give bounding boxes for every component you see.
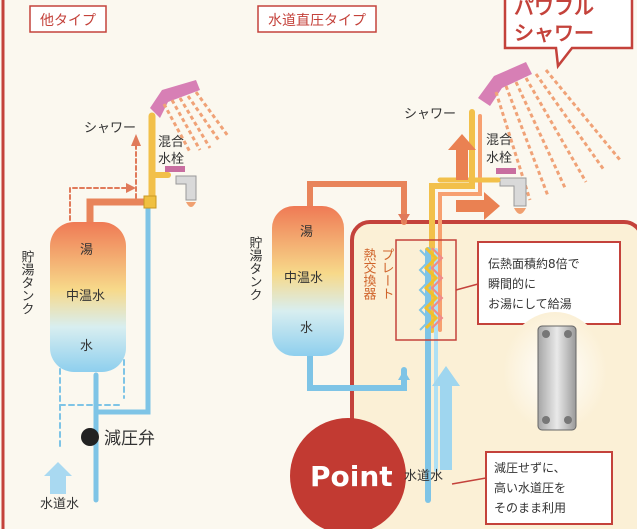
plate-heat-exchanger-product-icon (537, 325, 577, 431)
right-type-label: 水道直圧タイプ (268, 12, 366, 29)
left-tank-hot: 湯 (80, 243, 93, 258)
note-box-pointer (451, 477, 487, 485)
direct-pressure-note-box (485, 451, 613, 525)
left-arrow-right (126, 183, 136, 193)
right-hot-up-arrow (448, 134, 476, 180)
left-faucet-label-2: 水栓 (158, 152, 184, 167)
right-arrow-down-exchanger (398, 214, 410, 224)
info-box-pointer (455, 283, 479, 291)
left-tank-vertical-label: 貯湯タンク (19, 250, 35, 315)
left-tank-cold: 水 (80, 339, 93, 354)
callout-top-line2: シャワー (514, 21, 594, 45)
info-box-line3: お湯にして給湯 (488, 297, 572, 311)
left-type-label: 他タイプ (40, 13, 96, 29)
left-shower-icon (150, 80, 230, 153)
heat-exchanger-zigzag-warm (430, 247, 444, 329)
right-tank-hot: 湯 (300, 225, 313, 240)
heat-exchanger-label-col2: 熱交換器 (361, 248, 377, 301)
heat-exchanger-label-col1: プレート (379, 248, 394, 300)
point-label: Point (310, 460, 393, 493)
heat-exchanger-zigzag-hot (423, 246, 439, 330)
left-faucet-label-1: 混合 (158, 135, 184, 150)
left-panel (29, 5, 230, 503)
left-tap-water-label: 水道水 (40, 497, 79, 512)
info-box-line1: 伝熱面積約8倍で (488, 256, 580, 271)
left-pipes (59, 112, 171, 503)
pressure-valve-label: 減圧弁 (104, 429, 155, 449)
right-faucet-label-1: 混合 (486, 133, 512, 148)
right-shower-icon (478, 62, 622, 201)
left-tank-mid: 中温水 (66, 289, 105, 304)
note-line2: 高い水道圧を (494, 480, 566, 495)
pressure-reducing-valve-icon (81, 428, 99, 446)
right-tank-cold: 水 (300, 321, 313, 336)
heat-transfer-info-box (477, 241, 621, 325)
right-mixing-faucet-icon (496, 168, 527, 214)
left-storage-tank (50, 222, 126, 372)
callout-top-line1: パワフル (514, 0, 594, 19)
point-badge (290, 418, 406, 529)
info-box-line2: 瞬間的に (488, 276, 536, 291)
left-type-label-box (29, 5, 107, 33)
right-tank-mid: 中温水 (284, 271, 323, 286)
right-tank-vertical-label: 貯湯タンク (247, 236, 263, 301)
note-line3: そのまま利用 (494, 501, 566, 515)
note-line1: 減圧せずに、 (494, 460, 566, 475)
left-tap-water-arrow (44, 462, 72, 494)
left-shower-label: シャワー (84, 121, 136, 136)
heat-exchanger-zigzag-cold (418, 249, 432, 331)
right-faucet-label-2: 水栓 (486, 151, 512, 166)
right-shower-label: シャワー (404, 107, 456, 122)
left-arrow-up-shower (131, 134, 141, 146)
left-mixer-joint (143, 195, 157, 209)
powerful-shower-callout (503, 0, 634, 70)
right-cold-up-arrow (432, 366, 460, 470)
right-storage-tank (272, 206, 344, 356)
right-type-label-box (257, 5, 377, 33)
right-hot-right-arrow (456, 192, 500, 220)
right-tap-water-label: 水道水 (404, 469, 443, 484)
left-mixing-faucet-icon (165, 166, 197, 207)
right-arrow-return (398, 370, 410, 380)
right-panel (257, 0, 637, 529)
